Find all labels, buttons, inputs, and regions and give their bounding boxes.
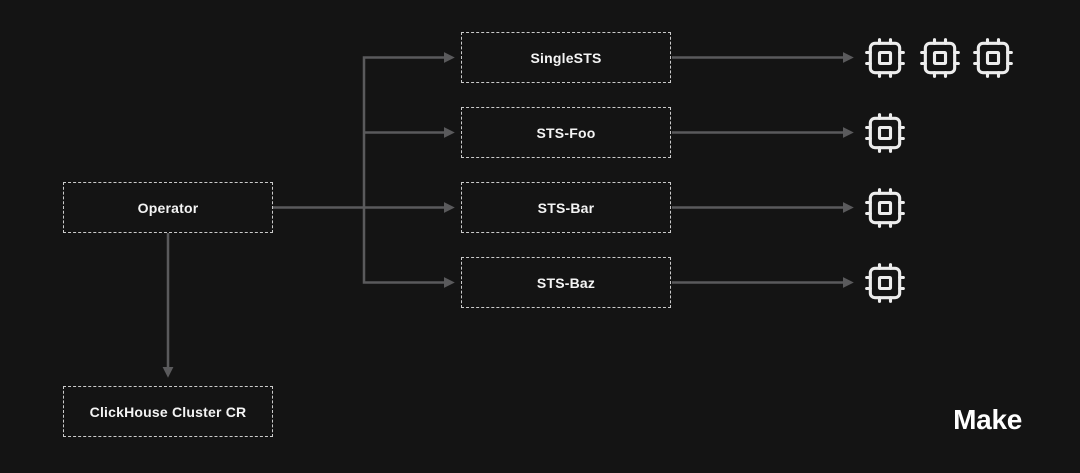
cpu-chip-icon xyxy=(865,188,905,228)
node-operator-label: Operator xyxy=(137,199,199,216)
node-singlests: SingleSTS xyxy=(461,32,671,83)
node-sts-baz: STS-Baz xyxy=(461,257,671,308)
node-sts-foo-label: STS-Foo xyxy=(536,124,596,141)
cpu-chip-icon xyxy=(973,38,1013,78)
node-operator: Operator xyxy=(63,182,273,233)
cpu-chip-icon xyxy=(865,38,905,78)
node-sts-baz-label: STS-Baz xyxy=(536,274,596,291)
cpu-chip-icon xyxy=(865,263,905,303)
node-sts-bar: STS-Bar xyxy=(461,182,671,233)
connector-trunk-top-bottom xyxy=(362,51,455,289)
node-sts-foo: STS-Foo xyxy=(461,107,671,158)
node-cluster-cr-label: ClickHouse Cluster CR xyxy=(89,403,247,420)
node-cluster-cr: ClickHouse Cluster CR xyxy=(63,386,273,437)
node-singlests-label: SingleSTS xyxy=(530,49,602,66)
make-wordmark: Make xyxy=(953,404,1022,435)
cpu-chip-icon xyxy=(920,38,960,78)
node-sts-bar-label: STS-Bar xyxy=(537,199,595,216)
cpu-chip-icon xyxy=(865,113,905,153)
